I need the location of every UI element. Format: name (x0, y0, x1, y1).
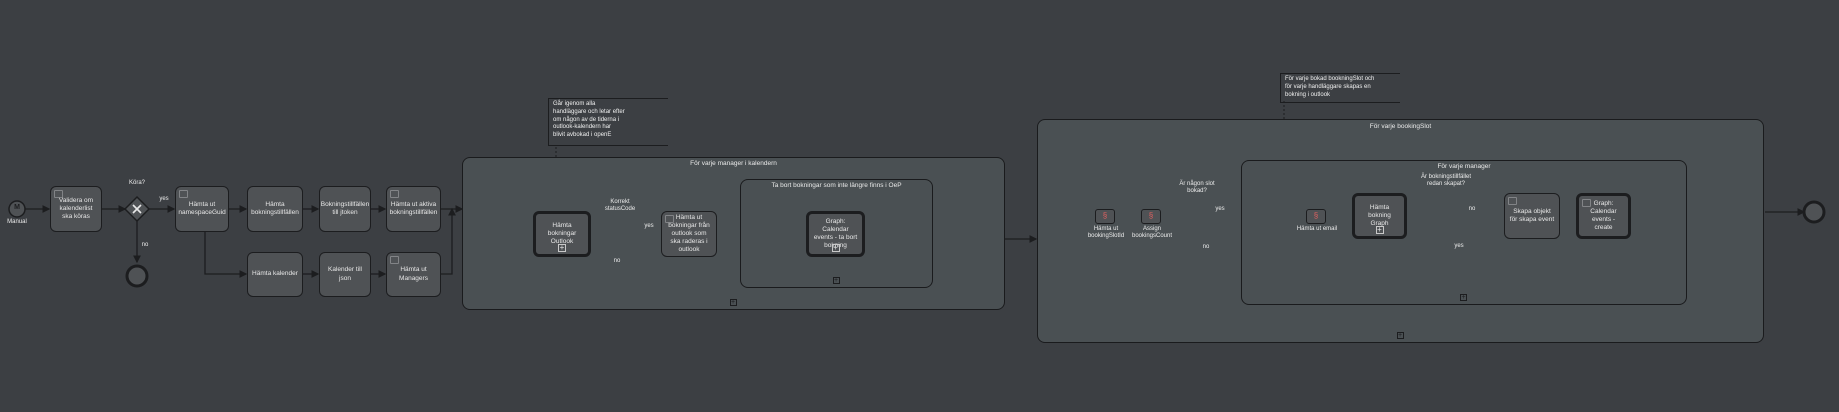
subprocess-title: För varje bookingSlot (1369, 123, 1432, 130)
start-event (8, 200, 26, 218)
task-assign-bookingscount-label: Assign bookingsCount (1131, 226, 1173, 240)
task-hamta-email-label: Hämta ut email (1296, 226, 1338, 232)
gateway-statuscode-yes: yes (644, 223, 654, 229)
task-kalender-json[interactable]: Kalender till json (319, 252, 371, 297)
expand-icon[interactable]: + (1375, 225, 1384, 234)
task-graph-ta-bort[interactable]: Graph: Calendar events - ta bort bokning… (806, 211, 865, 257)
subprocess-title: Ta bort bokningar som inte längre finns … (771, 182, 902, 189)
expand-icon[interactable]: + (558, 243, 566, 252)
collapse-icon[interactable]: + (1396, 332, 1404, 339)
task-bokningstillfallen[interactable]: Hämta bokningstillfällen (247, 186, 303, 232)
annotation-1: Går igenom alla handläggare och letar ef… (548, 98, 668, 146)
task-assign-bookingscount[interactable]: § (1141, 209, 1161, 224)
task-type-icon (1508, 197, 1517, 205)
collapse-icon[interactable]: + (1460, 294, 1467, 301)
task-type-icon (179, 190, 188, 198)
task-type-icon (54, 190, 63, 198)
task-hamta-email[interactable]: § (1306, 209, 1326, 224)
gateway-kora-label: Köra? (128, 180, 145, 186)
task-bokningstillfallen-jtoken[interactable]: Bokningstillfällen till jtoken (319, 186, 371, 232)
gateway-kora-no: no (141, 242, 149, 248)
gateway-slot-yes: yes (1215, 206, 1225, 212)
flow-ns-calendar (204, 232, 248, 278)
task-kalender[interactable]: Hämta kalender (247, 252, 303, 297)
start-event-label: Manual (7, 219, 27, 225)
collapse-icon[interactable]: + (729, 299, 737, 306)
task-type-icon (390, 190, 399, 198)
task-namespace[interactable]: Hämta ut namespaceGuid (175, 186, 229, 232)
gateway-redan-label: Är bokningstillfället redan skapat? (1420, 174, 1472, 188)
gateway-statuscode-label: Korrekt statusCode (604, 199, 636, 213)
gateway-redan-no: no (1468, 206, 1476, 212)
expand-icon[interactable]: + (831, 243, 840, 252)
collapse-icon[interactable]: + (832, 277, 840, 284)
task-hamta-outlook[interactable]: Hämta bokningar Outlook + (533, 211, 591, 257)
gateway-slot-label: Är någon slot bokad? (1179, 181, 1215, 195)
annotation-2: För varje bokad bookningSlot och för var… (1280, 73, 1400, 103)
subprocess-title: För varje manager i kalendern (690, 160, 777, 167)
task-type-icon (390, 256, 399, 264)
task-aktiva-bokningstillfallen[interactable]: Hämta ut aktiva bokningstillfällen (386, 186, 441, 232)
task-hamta-bokningar-radera[interactable]: Hämta ut bokningar från outlook som ska … (661, 211, 717, 257)
end-event-no (125, 264, 149, 288)
gateway-statuscode-no: no (613, 258, 621, 264)
task-validera[interactable]: Validera om kalenderlist ska köras (50, 186, 102, 232)
task-hamta-bokning-graph[interactable]: Hämta bokning Graph + (1352, 193, 1407, 239)
flow-managers-sub1 (440, 207, 456, 275)
start-event-icon: M (14, 204, 20, 211)
task-hamta-bookingslotid[interactable]: § (1095, 209, 1115, 224)
process-end-event (1802, 200, 1826, 224)
task-type-icon (665, 215, 674, 223)
gateway-redan-yes: yes (1454, 243, 1464, 249)
subprocess-title: För varje manager (1437, 163, 1491, 170)
gateway-kora-yes: yes (159, 196, 169, 202)
task-managers[interactable]: Hämta ut Managers (386, 252, 441, 297)
task-hamta-bookingslotid-label: Hämta ut bookingSlotId (1087, 226, 1125, 240)
task-type-icon (1582, 199, 1591, 207)
task-skapa-objekt[interactable]: Skapa objekt för skapa event (1504, 193, 1560, 239)
gateway-slot-no: no (1202, 244, 1210, 250)
task-graph-create[interactable]: Graph: Calendar events - create (1576, 193, 1631, 239)
